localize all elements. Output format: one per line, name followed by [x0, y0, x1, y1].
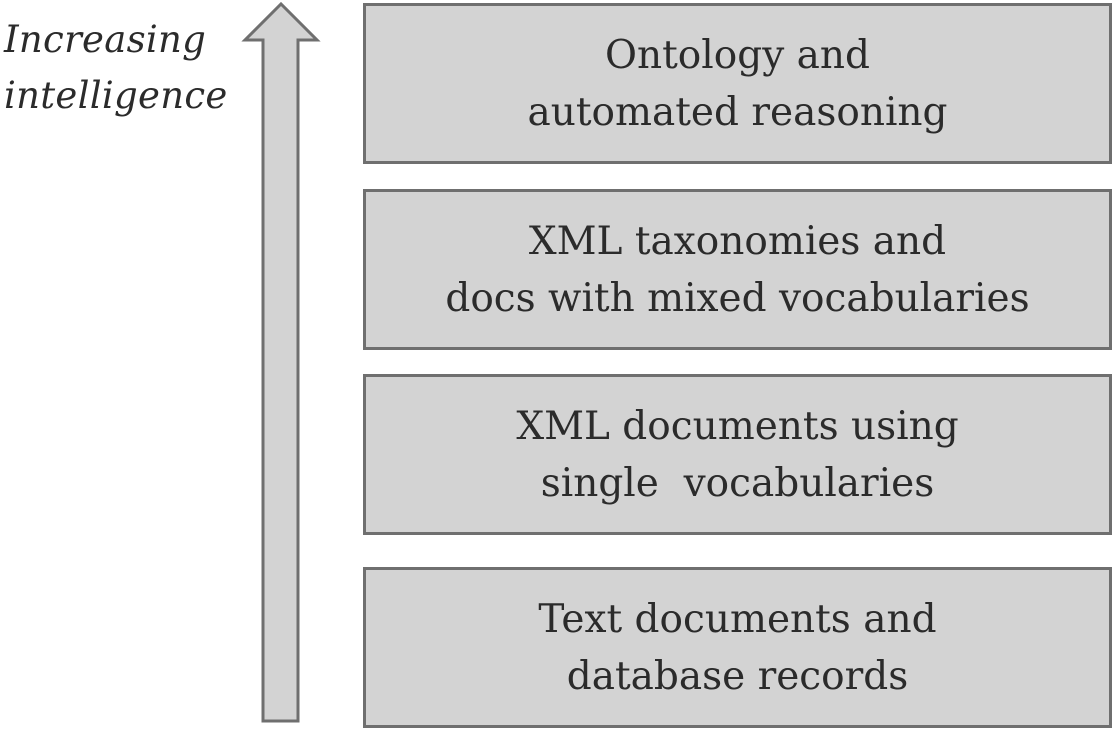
layer-label-line-2: single vocabularies — [540, 460, 935, 506]
layer-label-line-2: automated reasoning — [527, 89, 948, 135]
increasing-intelligence-label: Increasing intelligence — [4, 12, 228, 124]
layer-label-line-1: Ontology and — [605, 32, 870, 78]
axis-label-line-1: Increasing — [4, 18, 207, 61]
layer-label-line-1: XML taxonomies and — [528, 218, 947, 264]
axis-label-line-2: intelligence — [4, 74, 228, 117]
layer-label-line-1: XML documents using — [516, 403, 959, 449]
layer-label-line-2: docs with mixed vocabularies — [445, 275, 1030, 321]
up-arrow-icon — [241, 1, 321, 723]
arrow-shape — [241, 1, 321, 723]
layer-xml-taxonomies: XML taxonomies and docs with mixed vocab… — [363, 189, 1112, 350]
layer-label-line-2: database records — [566, 653, 909, 699]
layer-xml-documents: XML documents using single vocabularies — [363, 374, 1112, 535]
layer-ontology-reasoning: Ontology and automated reasoning — [363, 3, 1112, 164]
layer-label-line-1: Text documents and — [538, 596, 937, 642]
layer-text-documents: Text documents and database records — [363, 567, 1112, 728]
